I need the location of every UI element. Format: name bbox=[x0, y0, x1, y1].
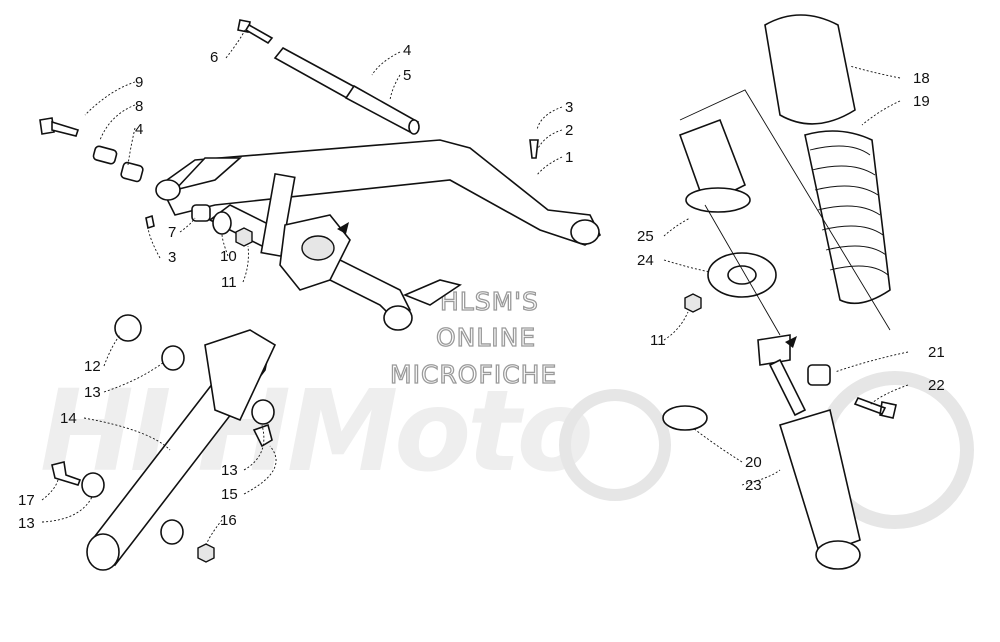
callout-17: 17 bbox=[18, 492, 35, 509]
callout-13: 13 bbox=[18, 515, 35, 532]
strap-loop-part bbox=[204, 329, 277, 422]
callout-2: 2 bbox=[565, 122, 573, 139]
shock-boot-part bbox=[764, 14, 856, 125]
grease-fitting-part bbox=[529, 139, 539, 159]
callout-13: 13 bbox=[84, 384, 101, 401]
callout-4: 7 bbox=[168, 224, 176, 241]
watermark: HLHMoto HLSM'S ONLINE MICROFICHE bbox=[40, 286, 974, 529]
callout-3: 3 bbox=[565, 99, 573, 116]
grease-fitting-part bbox=[145, 214, 155, 230]
knob-part bbox=[114, 314, 142, 342]
watermark-line-1: HLSM'S bbox=[440, 287, 539, 316]
callout-24: 24 bbox=[637, 252, 654, 269]
callout-21: 21 bbox=[928, 344, 945, 361]
nut-part bbox=[684, 293, 702, 313]
watermark-wheel-icon bbox=[559, 389, 671, 501]
callout-14: 14 bbox=[60, 410, 77, 427]
callout-7: 8 bbox=[135, 98, 143, 115]
bolt-part bbox=[39, 117, 80, 137]
callout-16: 16 bbox=[220, 512, 237, 529]
bushing-part bbox=[120, 161, 144, 183]
nut-part bbox=[197, 543, 215, 563]
callout-19: 19 bbox=[913, 93, 930, 110]
watermark-brand: HLHMoto bbox=[40, 367, 590, 497]
callout-22: 22 bbox=[928, 377, 945, 394]
shock-body-part bbox=[778, 408, 861, 557]
callout-8: 6 bbox=[210, 49, 218, 66]
callout-23: 23 bbox=[745, 477, 762, 494]
callout-11: 11 bbox=[221, 274, 237, 291]
callout-3: 3 bbox=[168, 249, 176, 266]
shock-rod-part bbox=[768, 358, 807, 417]
spring-retainer-part bbox=[678, 118, 747, 207]
coil-spring-part bbox=[804, 130, 891, 305]
wing-nut-part bbox=[252, 423, 273, 448]
pivot-shaft-part bbox=[273, 46, 420, 135]
callout-6: 5 bbox=[403, 67, 411, 84]
callout-18: 18 bbox=[913, 70, 930, 87]
nut-part bbox=[235, 227, 253, 247]
bushing-part bbox=[191, 204, 211, 222]
watermark-line-2: ONLINE bbox=[436, 323, 536, 352]
washer-part bbox=[81, 472, 105, 498]
bushing-part bbox=[807, 364, 831, 386]
mount-bracket-part bbox=[279, 214, 351, 291]
callout-13: 13 bbox=[221, 462, 238, 479]
bolt-part bbox=[853, 397, 897, 419]
bolt-part bbox=[51, 461, 82, 486]
washer-part bbox=[212, 211, 232, 235]
callout-12: 12 bbox=[84, 358, 101, 375]
callout-10: 10 bbox=[220, 248, 237, 265]
bolt-part bbox=[237, 19, 274, 45]
callout-20: 20 bbox=[745, 454, 762, 471]
callout-4: 4 bbox=[135, 121, 143, 138]
washer-part bbox=[160, 519, 184, 545]
callout-1: 1 bbox=[565, 149, 573, 166]
callout-5: 4 bbox=[403, 42, 411, 59]
leader-lines bbox=[41, 29, 909, 546]
callout-labels: 6 4 5 9 8 4 3 2 1 7 3 10 11 12 13 14 13 … bbox=[18, 42, 945, 532]
bushing-part bbox=[92, 145, 118, 165]
limiter-strap-assembly bbox=[51, 314, 277, 571]
shock-assembly bbox=[662, 14, 897, 570]
retainer-base-part bbox=[685, 187, 751, 213]
washer-part bbox=[251, 399, 275, 425]
watermark-line-3: MICROFICHE bbox=[390, 360, 557, 389]
spring-clip-part bbox=[662, 405, 708, 431]
callout-25: 25 bbox=[637, 228, 654, 245]
washer-part bbox=[161, 345, 185, 371]
callout-15: 15 bbox=[221, 486, 238, 503]
swing-arm-assembly bbox=[39, 19, 602, 331]
callout-9: 9 bbox=[135, 74, 143, 91]
callout-11: 11 bbox=[650, 332, 666, 349]
